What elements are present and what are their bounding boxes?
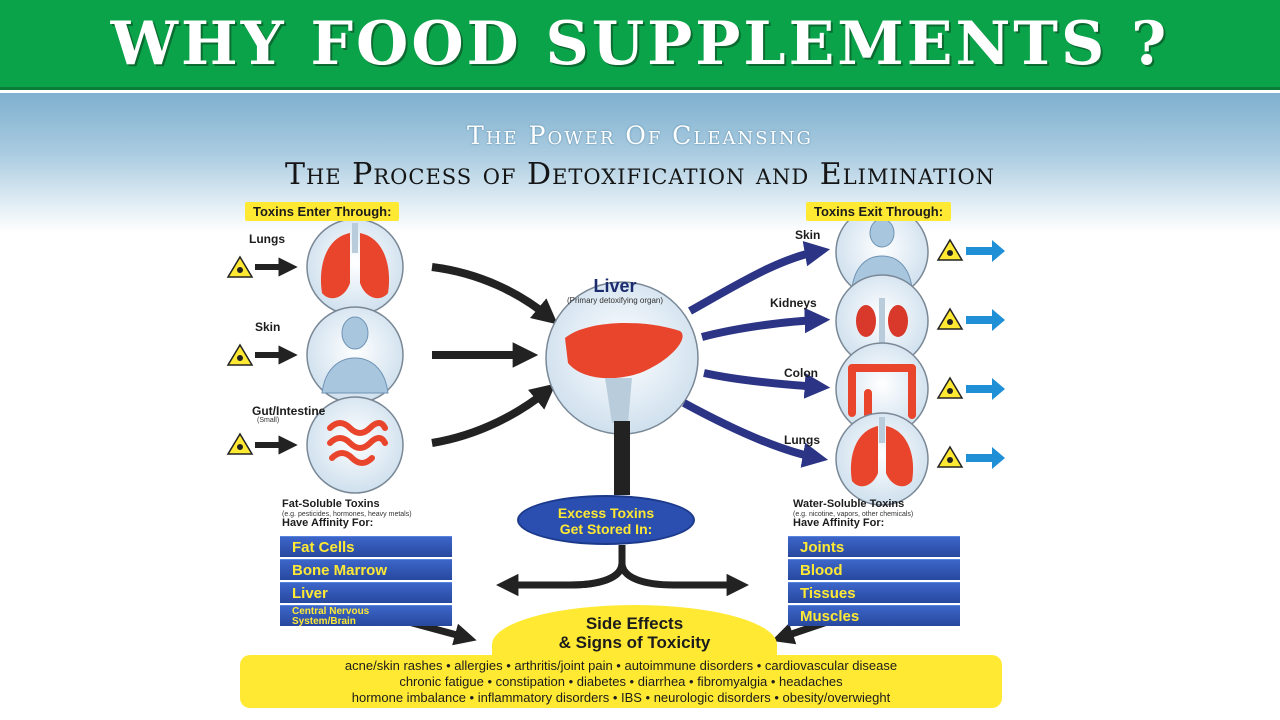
toxic-hazard-icon	[936, 238, 964, 261]
exit-tag: Toxins Exit Through:	[806, 202, 952, 221]
arrow-liver-to-skin	[688, 241, 831, 315]
side-effects-title: Side Effects & Signs of Toxicity	[492, 614, 777, 652]
enter-label-lungs: Lungs	[249, 232, 285, 246]
water-soluble-title: Water-Soluble Toxins	[793, 498, 905, 510]
exit-arrow-kidneys	[936, 307, 1005, 331]
enter-label-skin: Skin	[255, 320, 281, 334]
exit-label-kidneys: Kidneys	[770, 296, 817, 310]
toxic-hazard-icon	[936, 445, 964, 468]
toxic-hazard-icon	[226, 255, 254, 278]
exit-label-lungs: Lungs	[784, 433, 820, 447]
arrow-liver-to-colon	[703, 369, 831, 399]
excess-toxins-badge: Excess Toxins Get Stored In:	[517, 495, 695, 545]
side-effects-line-1: Side Effects	[585, 614, 684, 633]
diagram-graphics	[226, 205, 1005, 646]
fat-block-4: Central Nervous System/Brain	[280, 605, 452, 627]
fat-soluble-sub: (e.g. pesticides, hormones, heavy metals…	[282, 511, 412, 518]
fat-soluble-title: Fat-Soluble Toxins	[282, 498, 380, 510]
water-block-2: Blood	[788, 559, 960, 580]
water-soluble-sub: (e.g. nicotine, vapors, other chemicals)	[793, 511, 914, 518]
exit-arrow-skin	[936, 238, 1005, 262]
banner-title: Why Food Supplements ?	[110, 8, 1170, 79]
infographic-subtitle: The Power Of Cleansing	[467, 121, 813, 150]
exit-label-colon: Colon	[784, 366, 818, 380]
infographic-title: The Process of Detoxification and Elimin…	[284, 157, 996, 192]
arrow-lungs-to-liver	[431, 263, 558, 325]
excess-line-1: Excess Toxins	[557, 505, 655, 521]
symptoms-line-2: chronic fatigue • constipation • diabete…	[399, 674, 843, 689]
water-block-1: Joints	[788, 536, 960, 557]
symptoms-line-3: hormone imbalance • inflammatory disorde…	[351, 690, 891, 705]
liver-trunk	[614, 421, 630, 495]
symptoms-line-1: acne/skin rashes • allergies • arthritis…	[344, 658, 898, 673]
arrow-liver-to-kidneys	[700, 307, 831, 341]
body-skin-icon	[306, 306, 404, 404]
enter-arrow-gut	[226, 432, 298, 455]
infographic-panel: The Power Of Cleansing The Process of De…	[0, 93, 1280, 720]
lungs-exit-icon	[835, 412, 929, 506]
fat-block-2: Bone Marrow	[280, 559, 452, 580]
liver-label: Liver	[593, 276, 637, 296]
toxic-hazard-icon	[936, 376, 964, 399]
colon-icon	[835, 342, 929, 436]
exit-arrow-lungs	[936, 445, 1005, 469]
enter-sub-gut: (Small)	[257, 417, 280, 424]
enter-tag: Toxins Enter Through:	[245, 202, 400, 221]
water-soluble-affinity: Have Affinity For:	[793, 517, 885, 529]
lungs-icon	[306, 218, 404, 316]
enter-label-gut: Gut/Intestine	[252, 404, 326, 418]
exit-label-skin: Skin	[795, 228, 821, 242]
toxic-hazard-icon	[226, 343, 254, 366]
fat-block-3: Liver	[280, 582, 452, 603]
toxic-hazard-icon	[226, 432, 254, 455]
symptoms-box	[240, 655, 1002, 708]
intestine-icon	[306, 396, 404, 494]
excess-line-2: Get Stored In:	[559, 521, 653, 537]
liver-sublabel: (Primary detoxifying organ)	[566, 296, 664, 305]
arrow-liver-to-lungs	[682, 399, 829, 468]
water-block-3: Tissues	[788, 582, 960, 603]
liver-icon	[545, 281, 699, 435]
fat-soluble-affinity: Have Affinity For:	[282, 517, 374, 529]
fat-block-1: Fat Cells	[280, 536, 452, 557]
kidneys-icon	[835, 274, 929, 368]
exit-arrow-colon	[936, 376, 1005, 400]
arrow-gut-to-liver	[431, 383, 556, 447]
enter-arrow-lungs	[226, 255, 298, 278]
title-banner: Why Food Supplements ?	[0, 0, 1280, 90]
water-block-4: Muscles	[788, 605, 960, 626]
enter-arrow-skin	[226, 343, 298, 366]
toxic-hazard-icon	[936, 307, 964, 330]
side-effects-line-2: & Signs of Toxicity	[558, 633, 711, 652]
